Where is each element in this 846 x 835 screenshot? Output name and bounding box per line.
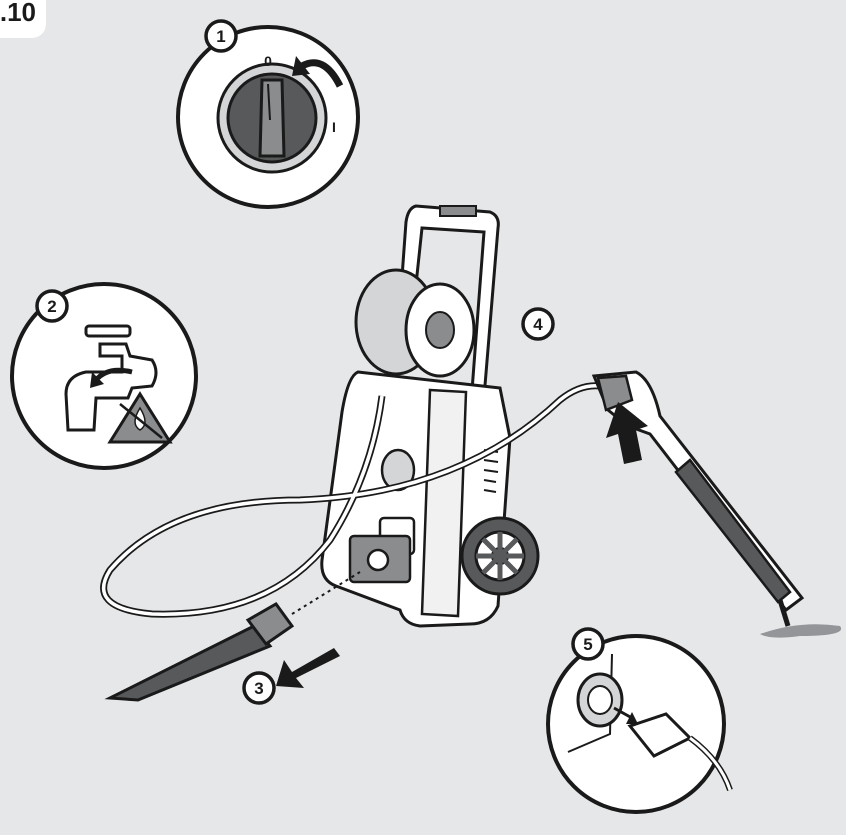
step-badge-2: 2 <box>35 289 69 323</box>
water-puddle <box>760 624 842 638</box>
step-number-4: 4 <box>533 315 543 334</box>
unplug-arrow-icon <box>613 706 633 720</box>
step-number-1: 1 <box>216 27 225 46</box>
rotate-arrow-icon <box>300 59 344 88</box>
step-number-2: 2 <box>47 297 56 316</box>
lance <box>104 571 361 702</box>
detail-unplug <box>546 634 733 814</box>
step-badge-3: 3 <box>242 671 276 705</box>
water-inlet <box>366 548 390 572</box>
step-number-3: 3 <box>254 679 263 698</box>
detail-switch: 0 I <box>176 25 360 209</box>
switch-off-label: 0 <box>264 53 272 69</box>
step-badge-5: 5 <box>571 627 605 661</box>
tap-icon <box>64 342 158 432</box>
spray-gun <box>591 370 842 638</box>
switch-on-label: I <box>332 119 336 135</box>
step-badge-1: 1 <box>204 19 238 53</box>
detail-water-tap <box>10 282 198 470</box>
press-arrow-icon <box>606 402 648 464</box>
switch-knob <box>258 78 286 158</box>
close-arrow-icon <box>94 367 133 382</box>
pressure-washer <box>320 204 540 628</box>
step-number-5: 5 <box>583 635 592 654</box>
step-badge-4: 4 <box>521 307 555 341</box>
trigger <box>596 374 634 412</box>
disconnect-arrow-icon <box>276 648 340 688</box>
figure-label: .10 <box>0 0 46 38</box>
